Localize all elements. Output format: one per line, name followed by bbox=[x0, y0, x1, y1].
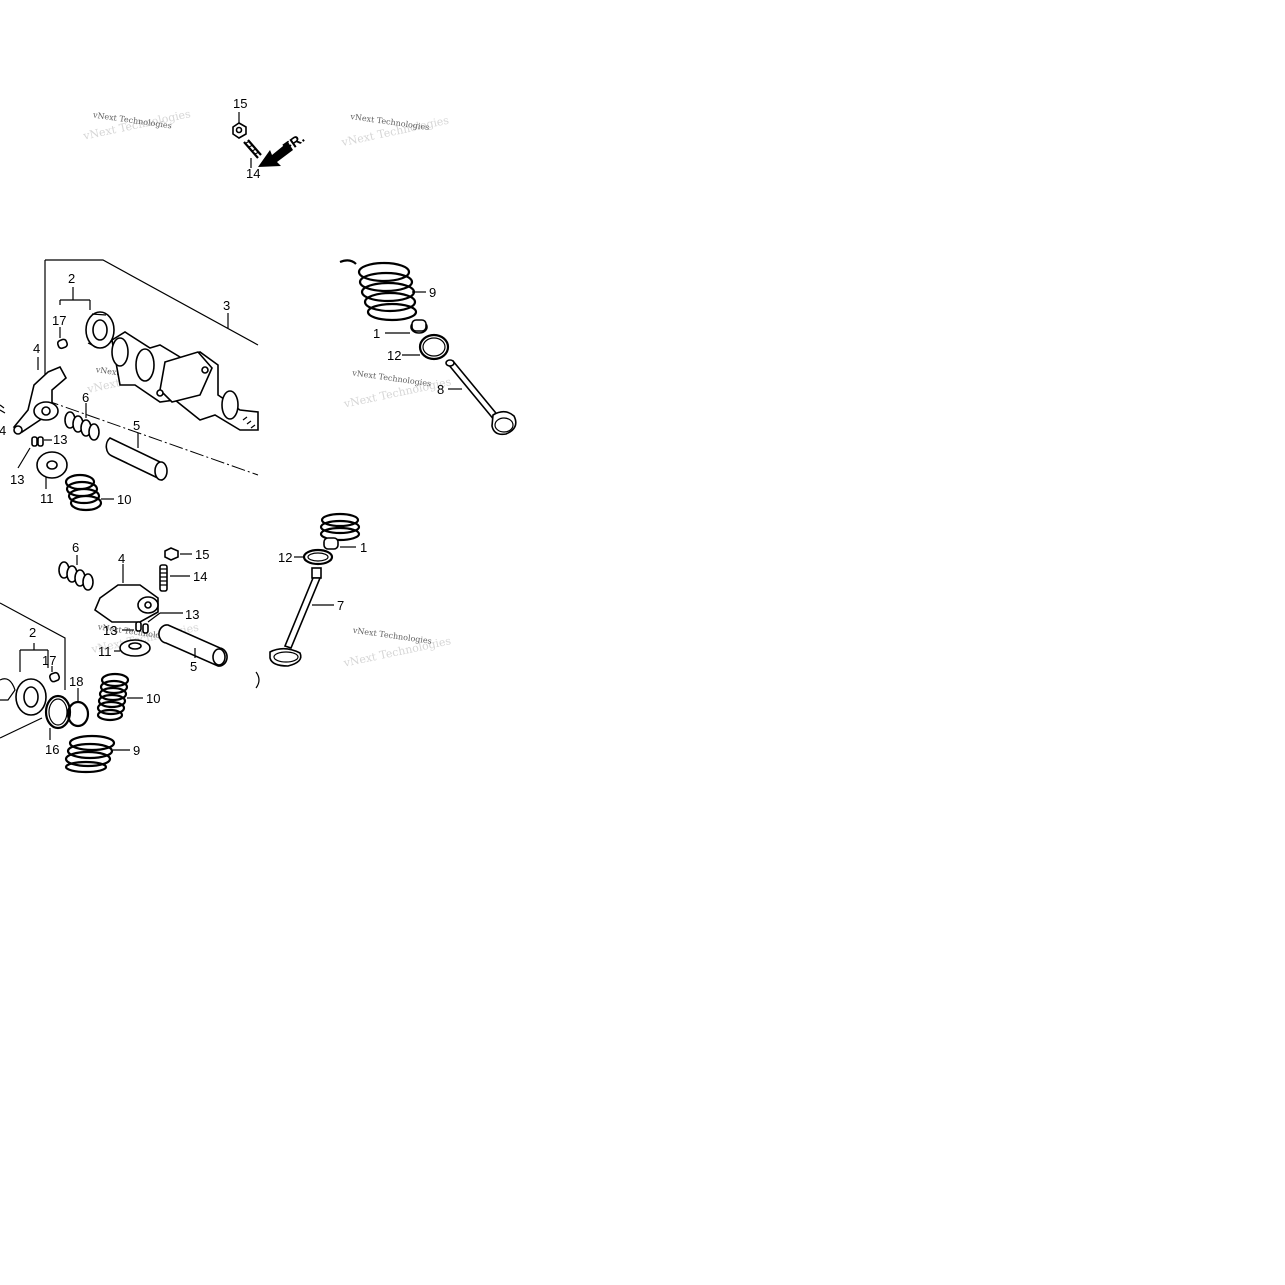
lower-stem-seal: 1 bbox=[323, 537, 367, 555]
callout-6-upper: 6 bbox=[82, 390, 89, 405]
callout-6-lower: 6 bbox=[72, 540, 79, 555]
callout-9-upper: 9 bbox=[429, 285, 436, 300]
callout-1-upper: 1 bbox=[373, 326, 380, 341]
upper-rocker-arm: 4 bbox=[12, 341, 68, 435]
upper-retainer: 11 bbox=[36, 451, 68, 506]
callout-5-upper: 5 bbox=[133, 418, 140, 433]
svg-text:vNext Technologies: vNext Technologies bbox=[351, 626, 432, 646]
lower-pin: 17 bbox=[42, 653, 61, 683]
callout-13-upper-a: 13 bbox=[53, 432, 67, 447]
callout-11-lower: 11 bbox=[98, 644, 112, 659]
exhaust-valve: 8 bbox=[437, 359, 517, 436]
callout-4-left: 4 bbox=[0, 423, 6, 438]
callout-17-lower: 17 bbox=[42, 653, 56, 668]
callout-11-upper: 11 bbox=[40, 491, 54, 506]
lower-inner-spring: 10 bbox=[96, 672, 160, 722]
lower-rocker-arm: 4 bbox=[94, 551, 159, 623]
callout-15-lower: 15 bbox=[195, 547, 209, 562]
top-stud: 14 bbox=[243, 139, 262, 181]
callout-2-lower: 2 bbox=[29, 625, 36, 640]
upper-stem-seal: 1 bbox=[373, 319, 428, 341]
lower-bearing: 2 bbox=[0, 625, 49, 716]
upper-bearing: 2 bbox=[59, 271, 115, 349]
callout-13-lower-a: 13 bbox=[185, 607, 199, 622]
lower-retainer: 11 bbox=[98, 639, 151, 659]
callout-4-lower: 4 bbox=[118, 551, 125, 566]
callout-16: 16 bbox=[45, 742, 59, 757]
callout-17-upper: 17 bbox=[52, 313, 66, 328]
callout-15-top: 15 bbox=[233, 96, 247, 111]
upper-rocker-left-partial: 4 bbox=[0, 404, 6, 438]
callout-8: 8 bbox=[437, 382, 444, 397]
svg-text:vNext Technologies: vNext Technologies bbox=[351, 368, 432, 388]
callout-1-lower: 1 bbox=[360, 540, 367, 555]
callout-2-upper: 2 bbox=[68, 271, 75, 286]
lower-nut: 15 bbox=[164, 547, 209, 562]
callout-14-lower: 14 bbox=[193, 569, 207, 584]
callout-4-upper: 4 bbox=[33, 341, 40, 356]
lower-clip: 18 bbox=[66, 674, 90, 728]
callout-12-lower: 12 bbox=[278, 550, 292, 565]
upper-rocker-shaft: 5 bbox=[105, 418, 168, 481]
lower-rocker-shaft: 5 bbox=[158, 624, 228, 674]
lower-stud: 14 bbox=[159, 564, 207, 592]
callout-10-lower: 10 bbox=[146, 691, 160, 706]
lower-valve-spring-top bbox=[319, 512, 361, 542]
camshaft: 3 bbox=[111, 298, 259, 431]
upper-cotters: 13 13 bbox=[10, 432, 67, 487]
callout-12-upper: 12 bbox=[387, 348, 401, 363]
lower-outer-spring: 9 bbox=[64, 734, 140, 774]
watermark-2: vNext Technologies vNext Technologies bbox=[339, 112, 450, 149]
upper-outer-spring: 9 bbox=[339, 259, 436, 322]
upper-valve-seat: 12 bbox=[387, 333, 450, 363]
callout-10-upper: 10 bbox=[117, 492, 131, 507]
front-arrow: FR. bbox=[258, 130, 307, 167]
lower-small-spring: 6 bbox=[58, 540, 94, 591]
callout-5-lower: 5 bbox=[190, 659, 197, 674]
callout-9-lower: 9 bbox=[133, 743, 140, 758]
watermark-1: vNext Technologies vNext Technologies bbox=[81, 107, 192, 143]
lower-cotters: 13 13 bbox=[103, 607, 199, 638]
callout-13-upper-b: 13 bbox=[10, 472, 24, 487]
watermark-6: vNext Technologies vNext Technologies bbox=[342, 626, 453, 670]
top-nut: 15 bbox=[232, 96, 247, 139]
lower-oring: 16 bbox=[44, 694, 72, 757]
lower-group-outline bbox=[0, 602, 66, 739]
callout-13-lower-b: 13 bbox=[103, 623, 117, 638]
intake-valve: 7 bbox=[255, 567, 344, 689]
callout-18: 18 bbox=[69, 674, 83, 689]
callout-7: 7 bbox=[337, 598, 344, 613]
upper-inner-spring: 10 bbox=[64, 473, 131, 512]
callout-14-top: 14 bbox=[246, 166, 260, 181]
upper-small-spring: 6 bbox=[64, 390, 100, 441]
upper-pin: 17 bbox=[52, 313, 69, 350]
callout-3: 3 bbox=[223, 298, 230, 313]
lower-valve-seat: 12 bbox=[278, 548, 334, 566]
